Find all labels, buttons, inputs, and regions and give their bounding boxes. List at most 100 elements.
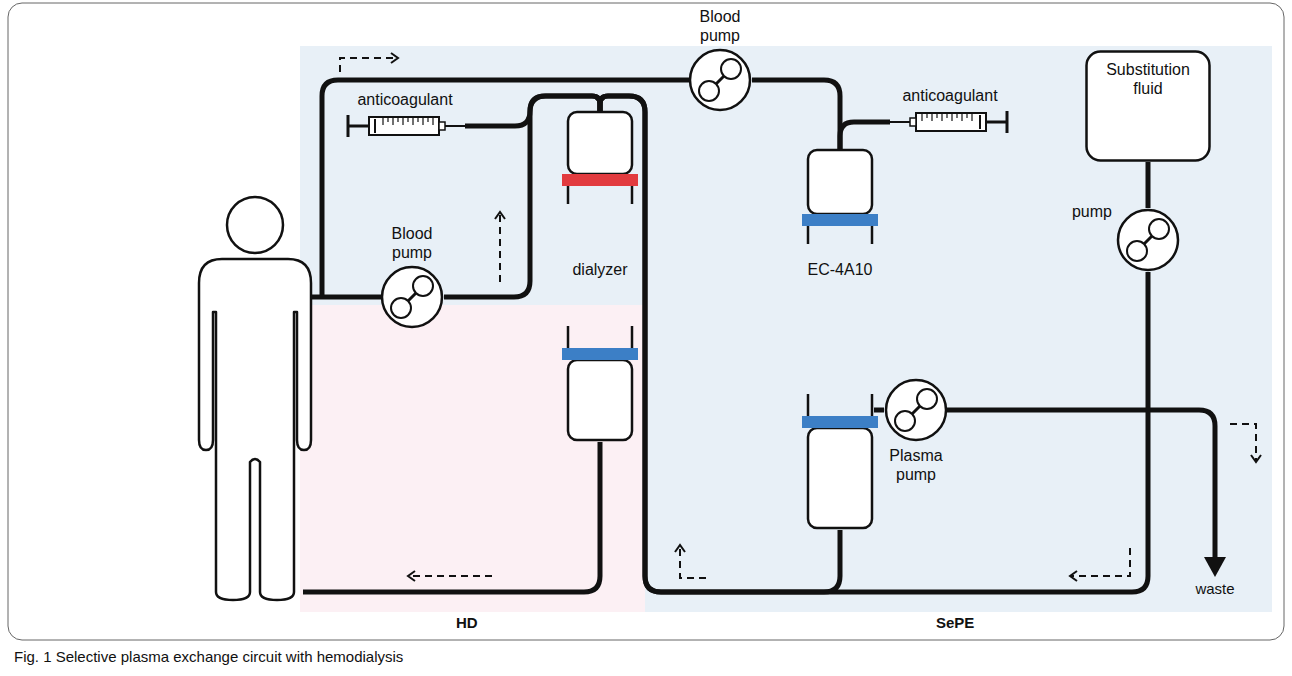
syringe-nozzle (910, 118, 916, 126)
node-label: dialyzer (572, 260, 627, 279)
tube-line (600, 96, 1148, 592)
tube-line (840, 122, 890, 150)
flow-arrow (1230, 424, 1256, 462)
patient-head (227, 197, 283, 253)
filter-wall (567, 326, 570, 348)
pump-roller (895, 411, 915, 431)
pump-roller (391, 298, 411, 318)
hd-region (300, 305, 645, 612)
scale-tick (422, 117, 423, 125)
filter-band (562, 348, 638, 360)
node-shape (1116, 208, 1180, 272)
node-shape (806, 150, 874, 530)
outlet-label: waste (1195, 580, 1234, 598)
scale-tick (941, 113, 942, 121)
scale-tick (432, 117, 433, 125)
pump-roller (917, 389, 937, 409)
waste-line (946, 410, 1215, 560)
filter-cap (568, 360, 632, 440)
pump-casing (886, 380, 946, 440)
scale-tick (961, 113, 962, 121)
syringe-symbol (890, 111, 1007, 133)
filter-band (802, 214, 878, 226)
scale-tick (966, 113, 967, 118)
filter-wall (567, 186, 570, 204)
plunger-seal (374, 119, 376, 133)
scale-tick (417, 117, 418, 122)
syringe-symbol (348, 115, 465, 137)
figure-frame (8, 3, 1284, 640)
flow-arrow (499, 212, 501, 282)
pump-roller (1149, 219, 1169, 239)
syringe-node: anticoagulant (890, 108, 1010, 136)
blood-line (322, 80, 690, 297)
node-label: Plasma pump (883, 446, 949, 484)
filter-cap (568, 112, 632, 174)
node-shape (345, 112, 465, 140)
pump-node: Blood pump (380, 265, 444, 329)
tube-line (1146, 162, 1151, 208)
scale-tick (936, 113, 937, 118)
pump-roller (1127, 241, 1147, 261)
scale-tick (926, 113, 927, 118)
scale-tick (946, 113, 947, 118)
node-label: Blood pump (687, 7, 753, 45)
scale-tick (956, 113, 957, 118)
plunger-rod (986, 121, 1007, 124)
node-shape (380, 265, 444, 329)
node-shape (688, 48, 752, 112)
pump-casing (382, 267, 442, 327)
syringe-needle (890, 121, 910, 123)
scale-tick (951, 113, 952, 121)
scale-tick (392, 117, 393, 125)
scale-tick (397, 117, 398, 122)
plunger-seal (979, 115, 981, 129)
filter-band (802, 416, 878, 428)
return-line (303, 442, 600, 592)
pump-node: pump (1116, 208, 1180, 272)
fluid-bag-outline (1087, 52, 1210, 161)
filter-cap (808, 428, 872, 528)
flow-arrow (1070, 548, 1130, 576)
pump-casing (690, 50, 750, 110)
pump-casing (1118, 210, 1178, 270)
region-label: HD (456, 614, 478, 632)
figure-caption: Fig. 1 Selective plasma exchange circuit… (14, 648, 403, 666)
filter-wall (807, 226, 810, 244)
pump-roller (413, 276, 433, 296)
scale-tick (427, 117, 428, 122)
node-label: pump (1072, 202, 1112, 221)
node-label: anticoagulant (357, 90, 452, 109)
patient-figure (199, 259, 311, 600)
node-label: Blood pump (379, 224, 445, 262)
filter-wall (871, 394, 874, 416)
scale-tick (931, 113, 932, 121)
waste-arrowhead (1204, 557, 1226, 577)
syringe-barrel (369, 117, 439, 135)
tube-line (600, 96, 840, 592)
sepe-region (300, 46, 1272, 612)
pump-node: Blood pump (688, 48, 752, 112)
scale-tick (382, 117, 383, 125)
scale-tick (412, 117, 413, 125)
scale-tick (402, 117, 403, 125)
scale-tick (971, 113, 972, 121)
flow-arrow (680, 545, 706, 578)
filter-wall (871, 226, 874, 244)
filter-wall (631, 326, 634, 348)
node-label: Substitution fluid (1095, 60, 1201, 98)
scale-tick (387, 117, 388, 122)
filter-wall (631, 186, 634, 204)
syringe-nozzle (439, 122, 445, 130)
syringe-needle (445, 125, 465, 127)
flow-arrow (408, 575, 492, 577)
filter-node: EC-4A10 (806, 150, 874, 530)
filter-wall (807, 394, 810, 416)
syringe-node: anticoagulant (345, 112, 465, 140)
scale-tick (921, 113, 922, 121)
tube-line (752, 80, 840, 150)
flow-arrow (340, 58, 398, 72)
node-shape (890, 108, 1010, 136)
syringe-barrel (916, 113, 986, 131)
